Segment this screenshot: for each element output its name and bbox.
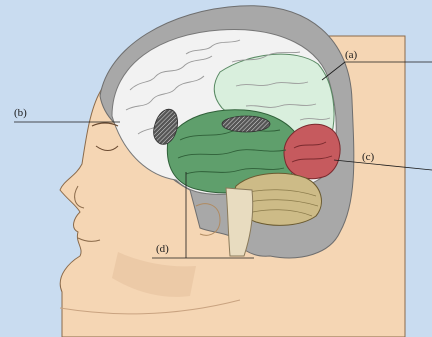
label-a: (a) [345,49,358,61]
label-b: (b) [14,107,27,119]
hatched-area-temporal [222,116,270,132]
label-d: (d) [156,243,169,255]
label-c: (c) [362,151,375,163]
